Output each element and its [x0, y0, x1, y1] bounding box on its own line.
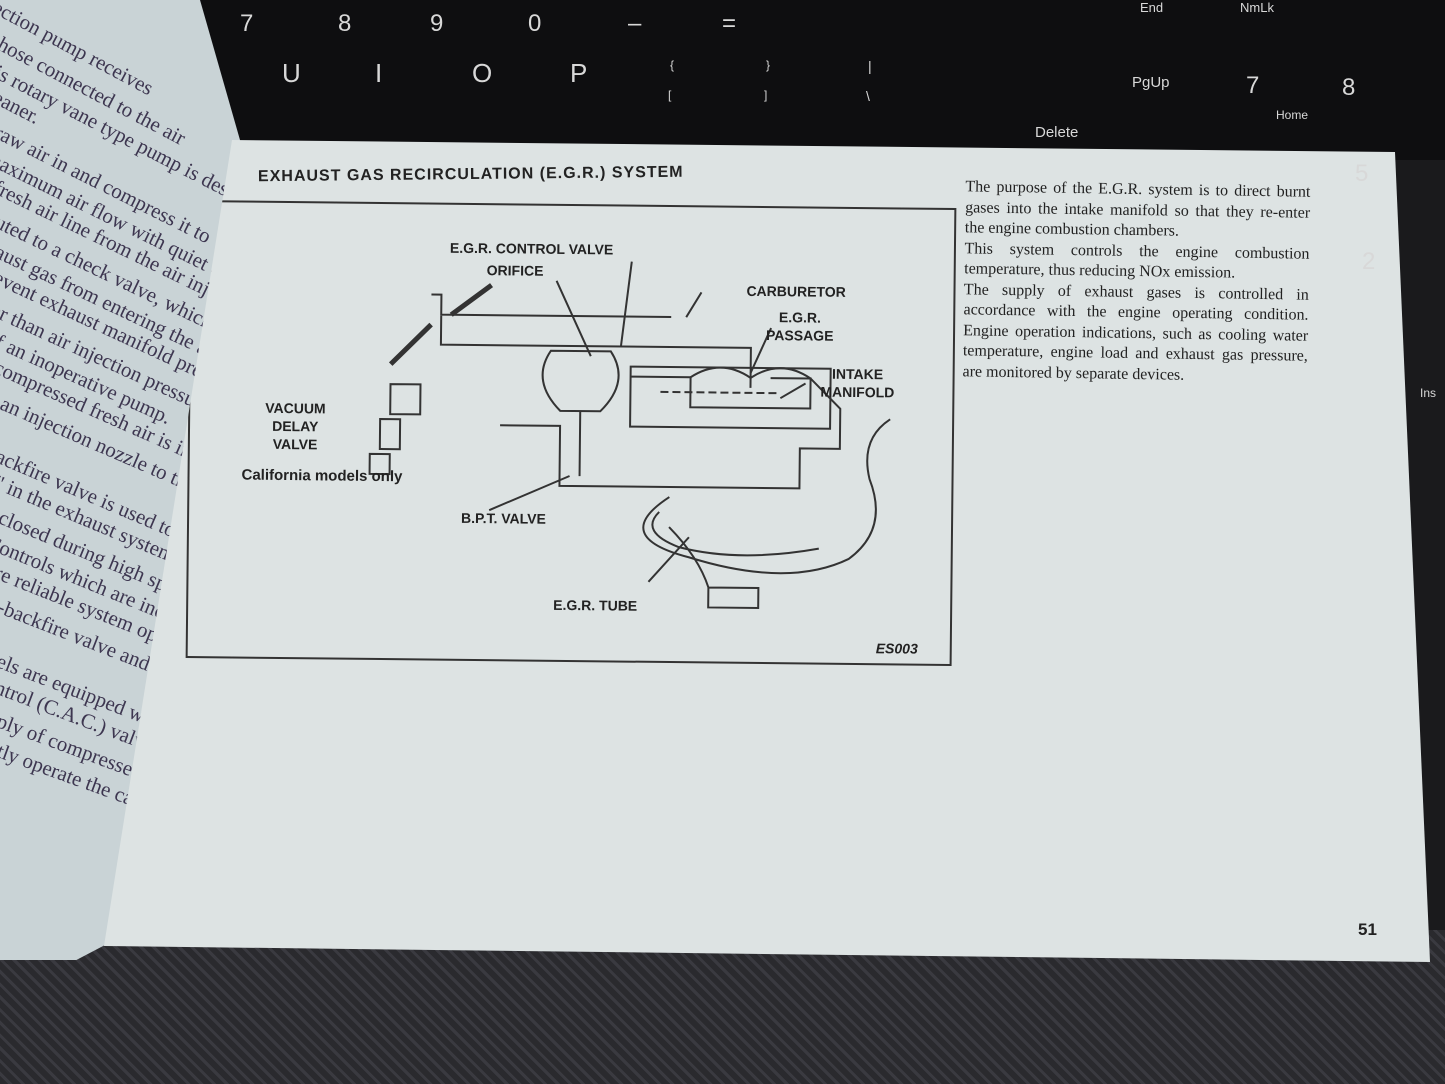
keyboard-key: U [282, 58, 301, 88]
keyboard-key: I [375, 58, 383, 88]
keyboard-key: 9 [430, 10, 444, 37]
label-intake-line2: MANIFOLD [820, 383, 895, 401]
keyboard-key: PgUp [1132, 74, 1170, 91]
paragraph: The supply of exhaust gases is controlle… [962, 280, 1309, 384]
keyboard-key: NmLk [1240, 0, 1274, 15]
keyboard-key: } [766, 58, 771, 72]
egr-diagram: E.G.R. CONTROL VALVE ORIFICE CARBURETOR … [185, 200, 957, 666]
label-egr-control-valve: E.G.R. CONTROL VALVE [449, 239, 614, 258]
keyboard-key: O [472, 58, 493, 88]
keyboard-key: Delete [1035, 124, 1079, 141]
keyboard-key: = [722, 10, 737, 37]
label-intake-line1: INTAKE [831, 365, 884, 383]
label-egr-passage: E.G.R.PASSAGE [766, 308, 834, 345]
label-egr-tube: E.G.R. TUBE [553, 596, 638, 614]
keyboard-key: 8 [338, 10, 352, 37]
keyboard-key: ] [764, 88, 768, 102]
label-valve: VALVE [272, 435, 318, 453]
paragraph: This system controls the engine combusti… [964, 239, 1310, 282]
engine-illustration [368, 261, 891, 609]
keyboard-key: 7 [1246, 72, 1260, 99]
keyboard-key: Home [1276, 108, 1309, 122]
label-carburetor: CARBURETOR [746, 282, 846, 300]
body-text: The purpose of the E.G.R. system is to d… [962, 177, 1310, 387]
keyboard-key: \ [866, 88, 870, 104]
section-title: EXHAUST GAS RECIRCULATION (E.G.R.) SYSTE… [257, 163, 684, 186]
label-california: California models only [241, 466, 403, 486]
label-egr-passage-line1: E.G.R. [778, 309, 822, 326]
label-bpt-valve: B.P.T. VALVE [461, 509, 546, 527]
keyboard-key: 7 [240, 10, 254, 37]
paragraph: The purpose of the E.G.R. system is to d… [964, 178, 1311, 240]
keyboard-key: { [670, 58, 675, 72]
keyboard-key: [ [668, 88, 672, 102]
label-egr-passage-line2: PASSAGE [765, 327, 834, 344]
keyboard-key: P [570, 58, 588, 88]
keyboard-key: 0 [528, 10, 542, 37]
keyboard-key: | [868, 58, 872, 74]
keyboard-key: – [628, 10, 642, 37]
page-number: 51 [1358, 920, 1377, 939]
label-orifice: ORIFICE [486, 262, 544, 279]
label-delay: DELAY [272, 417, 319, 435]
keyboard-key: 5 [1355, 160, 1369, 187]
keyboard-key: Ins [1420, 386, 1437, 400]
keyboard-key: 8 [1342, 74, 1356, 101]
keyboard-key: 2 [1362, 248, 1376, 275]
label-vacuum: VACUUM [265, 399, 326, 417]
keyboard-key: End [1140, 0, 1164, 15]
figure-code: ES003 [875, 640, 918, 657]
